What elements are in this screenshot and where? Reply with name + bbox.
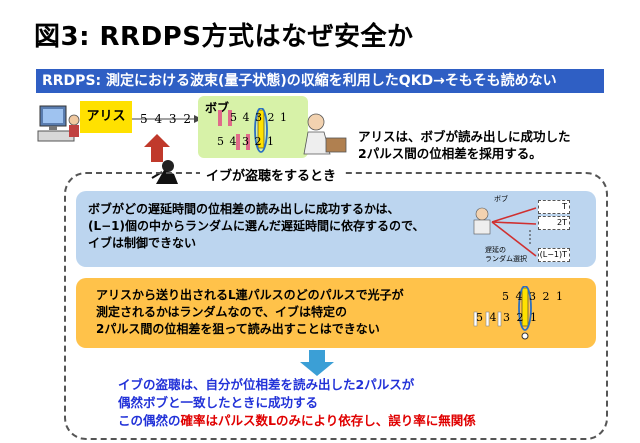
bob-pulse-sequence-bottom: 5 4 3 2 1: [217, 135, 274, 148]
conclusion-line-3-highlight: 確率はパルス数Lのみにより依存し、誤り率に無関係: [180, 413, 476, 428]
alice-label: アリス: [86, 109, 126, 124]
text-line: ボブがどの遅延時間の位相差の読み出しに成功するかは、: [88, 202, 400, 216]
conclusion-line-3: この偶然の確率はパルス数Lのみにより依存し、誤り率に無関係: [118, 412, 476, 430]
random-delay-text: ボブがどの遅延時間の位相差の読み出しに成功するかは、 (L−1)個の中からランダ…: [88, 201, 425, 252]
conclusion-line-3-prefix: この偶然の: [118, 413, 181, 428]
delay-option-t: T: [538, 200, 570, 214]
down-arrow-icon: [300, 350, 334, 376]
alice-note: アリスは、ボブが読み出しに成功した 2パルス間の位相差を採用する。: [358, 128, 571, 162]
text-line: 測定されるかはランダムなので、イブは特定の: [96, 305, 348, 319]
computer-icon: [37, 105, 80, 142]
alice-pulse-sequence: 5 4 3 2 1: [140, 112, 206, 126]
text-line: (L−1)個の中からランダムに選んだ遅延時間に依存するので、: [88, 219, 425, 233]
random-pulse-text: アリスから送り出されるL連パルスのどのパルスで光子が 測定されるかはランダムなの…: [96, 287, 404, 338]
random-delay-box: [76, 191, 596, 267]
alice-box: アリス: [80, 101, 132, 133]
page-title: 図3: RRDPS方式はなぜ安全か: [34, 22, 414, 52]
conclusion-line-2: 偶然ボブと一致したときに成功する: [118, 395, 319, 410]
bob-pulse-sequence-top: 5 4 3 2 1: [230, 111, 287, 124]
delay-selection-diagram: [473, 207, 537, 257]
delay-random-label: 遅延の ランダム選択: [485, 246, 527, 264]
bob-small-label: ボブ: [494, 195, 508, 203]
box2-pulse-sequence-bottom: 5 4 3 2 1: [476, 311, 537, 324]
delay-option-l-minus-1-t: (L−1)T: [538, 248, 570, 262]
bob-box: [198, 96, 308, 158]
pulse-pair-diagram: [473, 286, 532, 340]
rrdps-banner: RRDPS: 測定における波束(量子状態)の収縮を利用したQKD→そもそも読めな…: [36, 69, 604, 93]
bob-person-icon: [303, 113, 347, 155]
random-pulse-box: [76, 278, 596, 348]
delay-label-line: ランダム選択: [485, 255, 527, 263]
bob-label: ボブ: [205, 101, 230, 115]
text-line: イブは制御できない: [88, 236, 197, 250]
conclusion-text: イブの盗聴は、自分が位相差を読み出した2パルスが 偶然ボブと一致したときに成功す…: [118, 376, 476, 430]
alice-note-line: アリスは、ボブが読み出しに成功した: [358, 129, 571, 144]
text-line: 2パルス間の位相差を狙って読み出すことはできない: [96, 322, 380, 336]
box2-pulse-sequence-top: 5 4 3 2 1: [502, 290, 563, 303]
alice-note-line: 2パルス間の位相差を採用する。: [358, 146, 542, 161]
conclusion-line-1: イブの盗聴は、自分が位相差を読み出した2パルスが: [118, 377, 415, 392]
up-arrow-icon: [144, 134, 170, 162]
delay-label-line: 遅延の: [485, 246, 506, 254]
delay-option-2t: 2T: [538, 216, 570, 230]
text-line: アリスから送り出されるL連パルスのどのパルスで光子が: [96, 288, 404, 302]
bob-pulse-diagram: [218, 108, 268, 153]
eve-scenario-title: イブが盗聴をするとき: [200, 165, 343, 184]
